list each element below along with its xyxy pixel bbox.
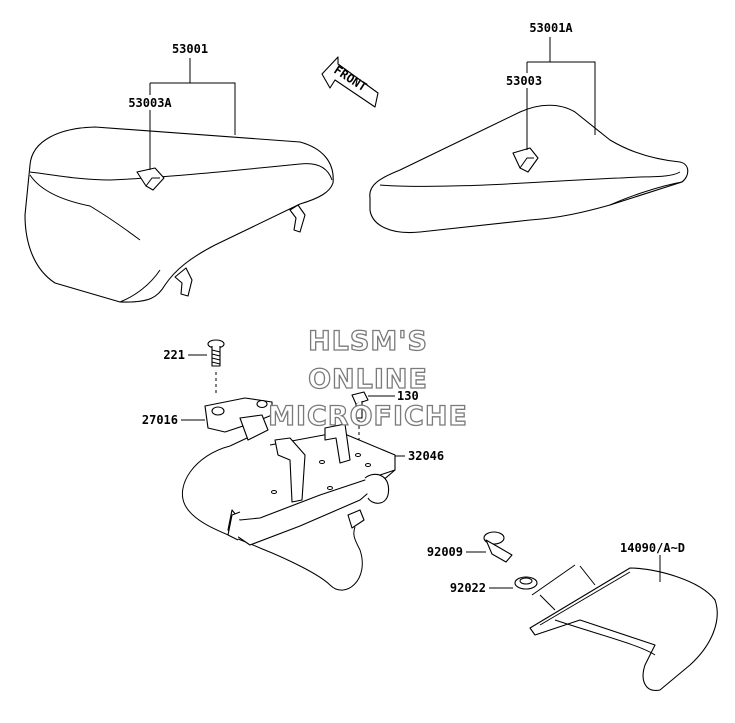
cover-part [529,555,718,691]
callout-92022: 92022 [450,581,486,595]
bolt-part [351,391,395,445]
callout-53003a: 53003A [128,96,172,110]
cable-part [181,437,365,591]
callout-labels: 53001 53003A 53001A 53003 221 27016 130 … [128,21,685,595]
watermark: HLSM'S ONLINE MICROFICHE [267,325,468,432]
callout-130: 130 [397,389,419,403]
cover-bolt-part [466,531,513,563]
callout-32046: 32046 [408,449,444,463]
callout-92009: 92009 [427,545,463,559]
seat-leaders [149,37,596,170]
callout-27016: 27016 [142,413,178,427]
front-seat [24,126,334,303]
watermark-line-3: MICROFICHE [268,401,468,432]
callout-53001: 53001 [172,42,208,56]
watermark-line-1: HLSM'S [308,326,428,357]
bracket-part [227,423,405,546]
callout-221: 221 [163,348,185,362]
callout-14090: 14090/A~D [620,541,685,555]
front-arrow-icon: FRONT [321,56,379,108]
rear-seat [369,104,689,234]
latch-part [181,397,273,441]
callout-53003: 53003 [506,74,542,88]
screw-part [188,339,225,395]
washer-part [489,576,538,590]
watermark-line-2: ONLINE [308,364,428,395]
callout-53001a: 53001A [529,21,573,35]
